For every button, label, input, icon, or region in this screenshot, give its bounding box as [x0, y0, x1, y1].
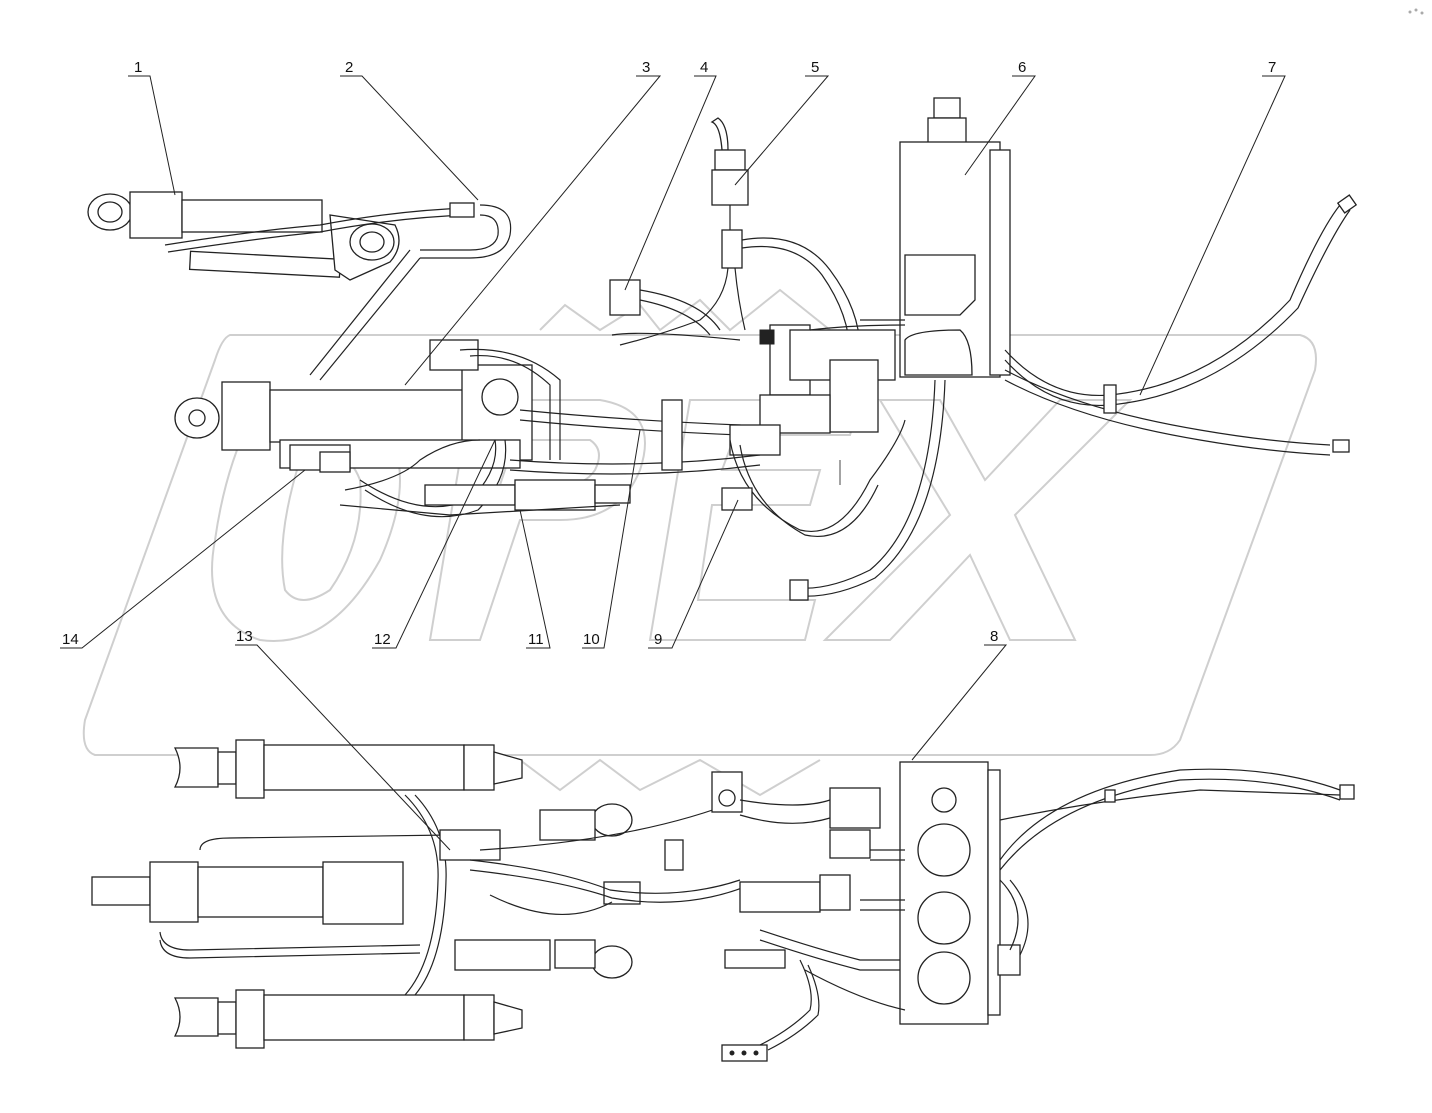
control-valve-bottom	[664, 771, 905, 971]
main-cylinder-bottom	[91, 834, 451, 959]
callout-5: 5	[811, 59, 819, 76]
hose-part-7	[1004, 194, 1358, 456]
callout-leaders	[60, 75, 1286, 851]
callout-labels: 1 2 3 4 5 6 7 8 9 10 11 12 13 14	[62, 59, 1276, 648]
top-assembly	[87, 97, 1358, 601]
callout-8: 8	[990, 628, 998, 645]
main-cylinder-part-3	[174, 339, 561, 518]
lift-cylinder-part-11	[339, 479, 631, 516]
corner-mark	[1408, 8, 1424, 15]
pedal-block	[721, 959, 906, 1062]
lift-cylinder-lower	[173, 989, 523, 1049]
callout-6: 6	[1018, 59, 1026, 76]
hose-part-9	[721, 379, 946, 601]
callout-7: 7	[1268, 59, 1276, 76]
hydraulic-tank-part-8	[829, 761, 1001, 1025]
hoses-right-bottom	[997, 768, 1355, 976]
pump-block	[729, 319, 906, 456]
joystick-part-5	[619, 117, 861, 356]
callout-10: 10	[583, 631, 600, 648]
control-valve-part-4	[609, 279, 741, 341]
callout-1: 1	[134, 59, 142, 76]
lift-cylinder-upper	[173, 739, 523, 799]
callout-13: 13	[236, 628, 253, 645]
callout-2: 2	[345, 59, 353, 76]
valve-part-14	[289, 439, 481, 491]
bottom-assembly	[91, 739, 1355, 1062]
hydraulic-tank-part-6	[899, 97, 1011, 378]
callout-3: 3	[642, 59, 650, 76]
callout-14: 14	[62, 631, 79, 648]
callout-11: 11	[528, 631, 544, 648]
callout-4: 4	[700, 59, 708, 76]
steering-cylinder-part-1	[87, 191, 512, 381]
hose-bundle-part-10	[509, 399, 781, 475]
watermark-logo	[82, 288, 1317, 797]
callout-12: 12	[374, 631, 391, 648]
callout-9: 9	[654, 631, 662, 648]
valve-cluster-part-13	[439, 799, 743, 979]
